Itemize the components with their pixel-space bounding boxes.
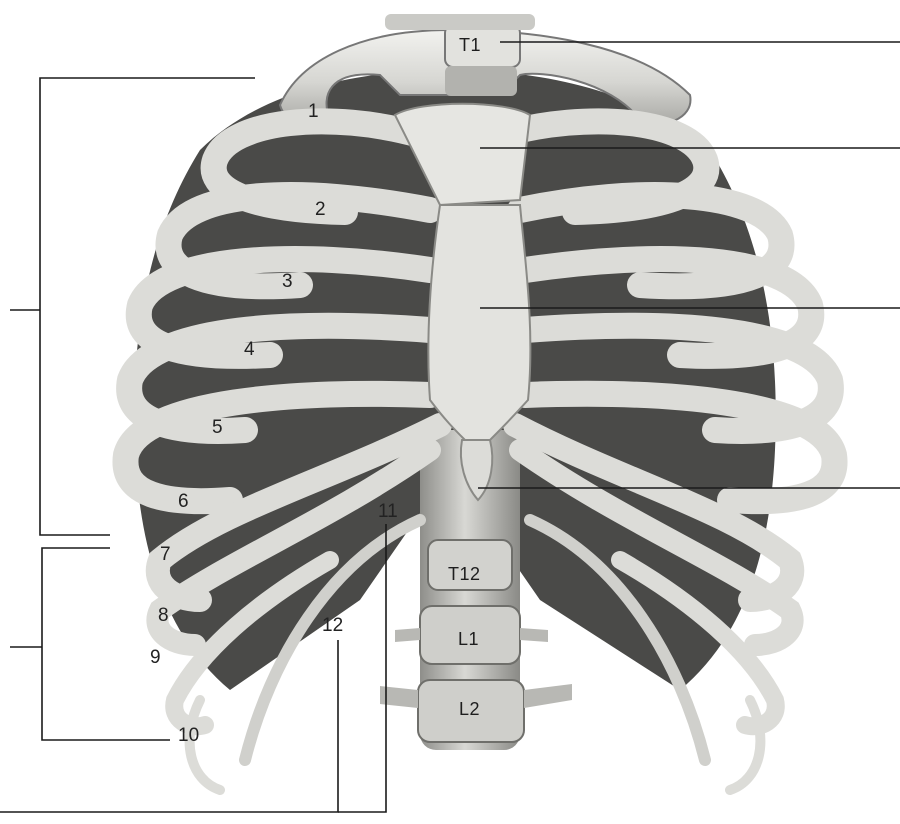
rib-label-4: 4 (244, 340, 255, 359)
rib-label-11: 11 (378, 502, 398, 521)
vertebra-label-t1: T1 (459, 36, 481, 54)
rib-label-1: 1 (308, 102, 319, 121)
vertebra-label-l1: L1 (458, 630, 479, 648)
rib-label-2: 2 (315, 200, 326, 219)
rib-label-8: 8 (158, 606, 169, 625)
vertebra-label-l2: L2 (459, 700, 480, 718)
rib-label-12: 12 (322, 616, 343, 635)
rib-label-10: 10 (178, 726, 199, 745)
rib-label-3: 3 (282, 272, 293, 291)
rib-label-7: 7 (160, 545, 171, 564)
rib-label-6: 6 (178, 492, 189, 511)
vertebra-label-t12: T12 (448, 565, 481, 583)
rib-label-5: 5 (212, 418, 223, 437)
rib-label-9: 9 (150, 648, 161, 667)
